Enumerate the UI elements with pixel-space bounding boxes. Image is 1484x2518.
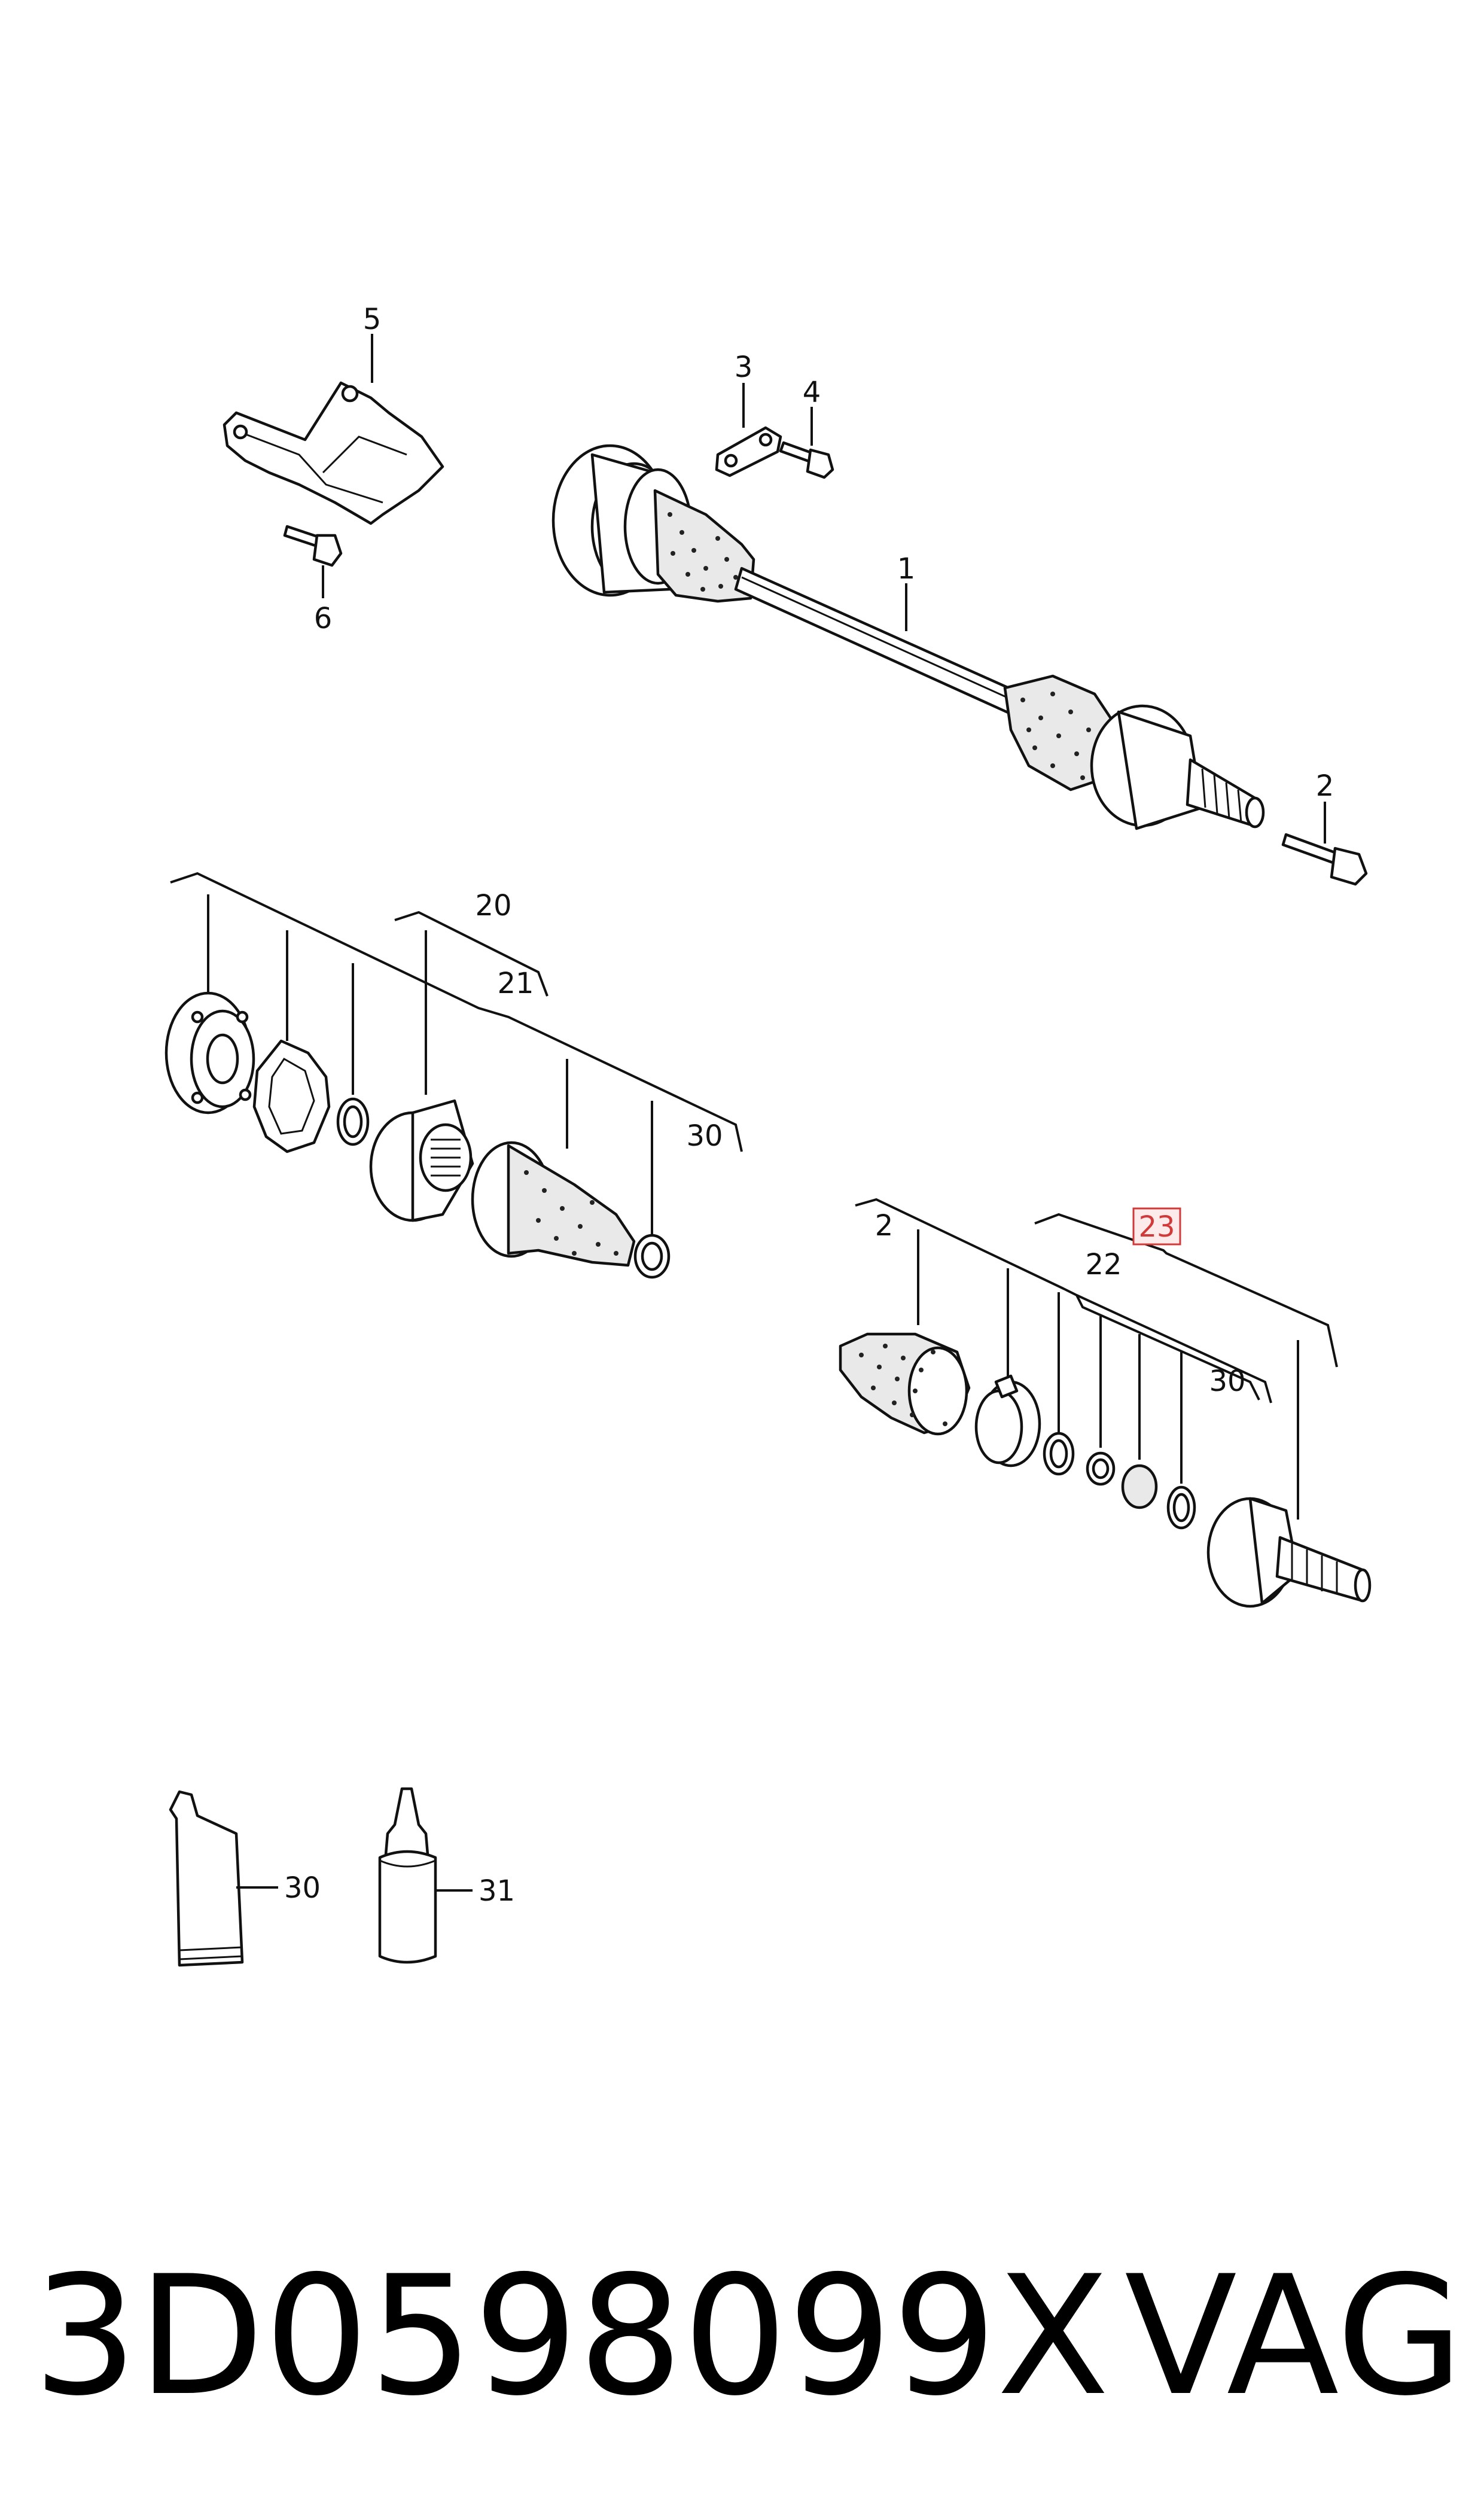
grease-tube-part (169, 1790, 244, 1967)
gasket-part (252, 1039, 331, 1153)
lock-plate-part (715, 426, 782, 477)
callout-31: 31 (479, 1874, 515, 1908)
brand-name: VAG (1125, 2240, 1464, 2432)
callout-23-highlight: 23 (1132, 1207, 1181, 1246)
callout-21: 21 (497, 967, 534, 1000)
callout-23: 23 (1138, 1210, 1175, 1244)
part-number: 3D0598099X (33, 2240, 1110, 2432)
circlip-part (336, 1097, 370, 1146)
callout-3: 3 (735, 351, 753, 384)
spacer-ring-part (1086, 1451, 1116, 1486)
outer-kit-bracket (855, 1198, 1338, 1520)
callout-30-inner: 30 (686, 1119, 723, 1153)
bottle-part (378, 1787, 437, 1964)
callout-22: 22 (1085, 1248, 1122, 1281)
callout-30-outer: 30 (1209, 1365, 1245, 1398)
inner-cv-joint-part (369, 1099, 474, 1222)
band-clamp-part (974, 1374, 1041, 1467)
inner-kit-bracket (170, 872, 743, 1238)
dish-ring-part (1121, 1464, 1158, 1509)
outer-cv-joint-part (1206, 1497, 1372, 1608)
snap-ring-part (1166, 1485, 1196, 1530)
callout-30-tube: 30 (284, 1871, 321, 1905)
boot-clamp-part (633, 1234, 671, 1279)
inner-boot-part (471, 1141, 636, 1267)
callout-4: 4 (803, 376, 821, 409)
drive-shaft-part (551, 444, 1265, 830)
callout-6: 6 (314, 602, 333, 635)
callout-1: 1 (897, 552, 916, 586)
main-bolt-part (1281, 833, 1368, 886)
shield-bolt-part (283, 525, 343, 567)
callout-2: 2 (1316, 769, 1334, 803)
small-bolt-part (779, 441, 834, 479)
callout-5: 5 (363, 303, 382, 336)
outer-boot-part (839, 1332, 971, 1436)
callout-20: 20 (475, 889, 511, 922)
heat-shield-part (223, 381, 444, 525)
callout-2-outer: 2 (875, 1209, 894, 1243)
outer-circlip-part (1043, 1432, 1075, 1476)
flange-cover-part (164, 991, 255, 1115)
